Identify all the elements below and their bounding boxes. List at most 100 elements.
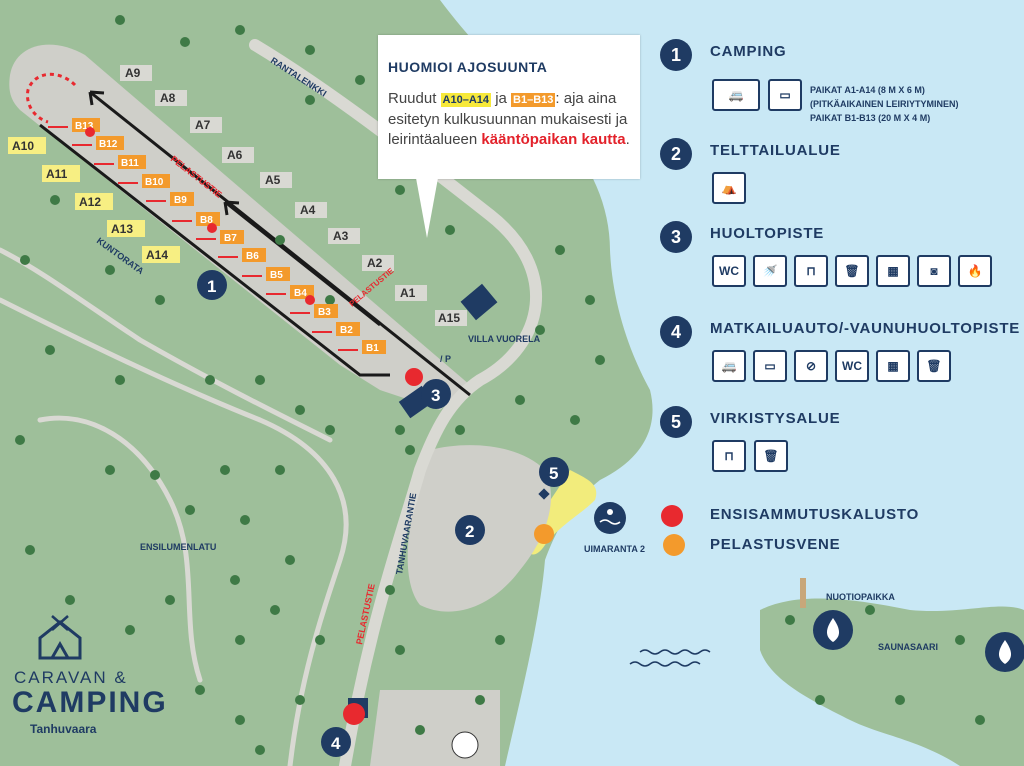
trash-rv-icon: 🗑 (917, 350, 951, 382)
legend-number-3: 3 (660, 221, 692, 253)
villa-vuorela-building (460, 283, 498, 321)
dishwashing-icon: ▦ (876, 255, 910, 287)
place-saunasaari: SAUNASAARI (878, 642, 938, 652)
site-a13: A13 (111, 222, 133, 236)
site-b4: B4 (294, 288, 307, 299)
site-b3: B3 (318, 307, 331, 318)
place-villa-vuorela: VILLA VUORELA (468, 334, 541, 344)
legend-number-4: 4 (660, 316, 692, 348)
b-sites: B1 B2 B3 B4 B5 B6 B7 B8 B9 B10 B11 B12 B… (72, 118, 386, 354)
marker-2: 2 (465, 522, 474, 541)
water-waves (629, 649, 711, 667)
notice-title: HUOMIOI AJOSUUNTA (388, 59, 548, 75)
caravan-icon: ▭ (768, 79, 802, 111)
legend-number-1: 1 (660, 39, 692, 71)
motorhome-icon: 🚐 (712, 79, 760, 111)
site-b6: B6 (246, 251, 259, 262)
legend-title-recreation: VIRKISTYSALUE (710, 410, 841, 427)
washing-machine-icon: ◙ (917, 255, 951, 287)
place-uimaranta: UIMARANTA 2 (584, 544, 645, 554)
notice-highlight-b: B1–B13 (511, 93, 556, 107)
site-b10: B10 (145, 177, 164, 188)
site-a1: A1 (400, 286, 416, 300)
campfire-legend-icon: 🔥 (958, 255, 992, 287)
site-a12: A12 (79, 195, 101, 209)
driving-direction-notice: HUOMIOI AJOSUUNTA Ruudut A10–A14 ja B1–B… (378, 35, 640, 179)
marker-4: 4 (331, 734, 341, 753)
notice-highlight-a: A10–A14 (440, 93, 492, 107)
site-a8: A8 (160, 91, 176, 105)
site-b8: B8 (200, 215, 213, 226)
notice-text: Ruudut A10–A14 ja B1–B13: aja aina esite… (388, 90, 630, 148)
motorhome-service-icon: 🚐 (712, 350, 746, 382)
island-saunasaari (760, 598, 1024, 766)
site-b13: B13 (75, 121, 94, 132)
turnaround-dashed-path (25, 72, 77, 124)
caravan-service-icon: ▭ (753, 350, 787, 382)
site-a11: A11 (46, 167, 68, 181)
legend-title-service-point: HUOLTOPISTE (710, 225, 825, 242)
logo-tent-icon (38, 615, 82, 660)
site-b12: B12 (99, 139, 118, 150)
road-ensilumenlatu: ENSILUMENLATU (140, 542, 216, 552)
legend-title-rv-service: MATKAILUAUTO/-VAUNUHUOLTOPISTE (710, 320, 1021, 337)
logo-line-3: Tanhuvaara (30, 722, 97, 736)
water-tap-icon: ▦ (876, 350, 910, 382)
site-b7: B7 (224, 233, 237, 244)
fire-extinguisher-markers (85, 127, 683, 725)
site-a10: A10 (12, 139, 34, 153)
camping-area (9, 44, 470, 410)
wc-icon: WC (712, 255, 746, 287)
legend-note-a-sites: PAIKAT A1-A14 (8 M X 6 M) (810, 85, 925, 95)
site-a14: A14 (146, 248, 168, 262)
site-a2: A2 (367, 256, 383, 270)
site-a3: A3 (333, 229, 349, 243)
wc-rv-icon: WC (835, 350, 869, 382)
site-b5: B5 (270, 270, 283, 281)
trash-icon: 🗑 (835, 255, 869, 287)
site-a7: A7 (195, 118, 211, 132)
football-icon (451, 731, 479, 759)
site-a4: A4 (300, 203, 316, 217)
a-sites: A1 A2 A3 A4 A5 A6 A7 A8 A9 A10 A11 A12 A… (8, 65, 467, 326)
swimming-icon (594, 502, 626, 534)
logo-line-2: CAMPING (12, 686, 168, 719)
site-a5: A5 (265, 173, 281, 187)
marker-5: 5 (549, 464, 558, 483)
legend-number-5: 5 (660, 406, 692, 438)
notice-pointer (416, 178, 438, 238)
picnic-table-icon: ⊓ (712, 440, 746, 472)
kitchen-table-icon: ⊓ (794, 255, 828, 287)
legend-fire-extinguisher: ENSISAMMUTUSKALUSTO (710, 506, 920, 523)
rescue-boat-marker (534, 524, 554, 544)
site-a15: A15 (438, 311, 460, 325)
wastewater-icon: ⊘ (794, 350, 828, 382)
place-nuotiopaikka: NUOTIOPAIKKA (826, 592, 895, 602)
site-a9: A9 (125, 66, 141, 80)
site-b2: B2 (340, 325, 353, 336)
site-b1: B1 (366, 343, 379, 354)
legend-rescue-boat-dot (663, 534, 685, 556)
legend-note-b-sites: PAIKAT B1-B13 (20 M X 4 M) (810, 113, 931, 123)
map-markers: 1 2 3 4 5 (197, 270, 569, 757)
legend-title-camping: CAMPING (710, 43, 787, 60)
site-b9: B9 (174, 195, 187, 206)
legend-number-2: 2 (660, 138, 692, 170)
notice-turnaround: kääntöpaikan kautta (481, 131, 626, 148)
caravan-camping-logo: CARAVAN & CAMPING Tanhuvaara (12, 608, 166, 736)
marker-1: 1 (207, 277, 216, 296)
site-a6: A6 (227, 148, 243, 162)
legend-note-long-term: (PITKÄAIKAINEN LEIRIYTYMINEN) (810, 99, 959, 109)
place-parking: / P (440, 354, 451, 364)
shower-icon: 🚿 (753, 255, 787, 287)
marker-3: 3 (431, 386, 440, 405)
logo-line-1: CARAVAN & (14, 668, 128, 687)
site-b11: B11 (121, 158, 139, 169)
legend-rescue-boat: PELASTUSVENE (710, 536, 841, 553)
tent-icon: ⛺ (712, 172, 746, 204)
trash-recreation-icon: 🗑 (754, 440, 788, 472)
trees (15, 15, 985, 755)
pier (800, 578, 806, 608)
recreation-building (538, 488, 550, 500)
